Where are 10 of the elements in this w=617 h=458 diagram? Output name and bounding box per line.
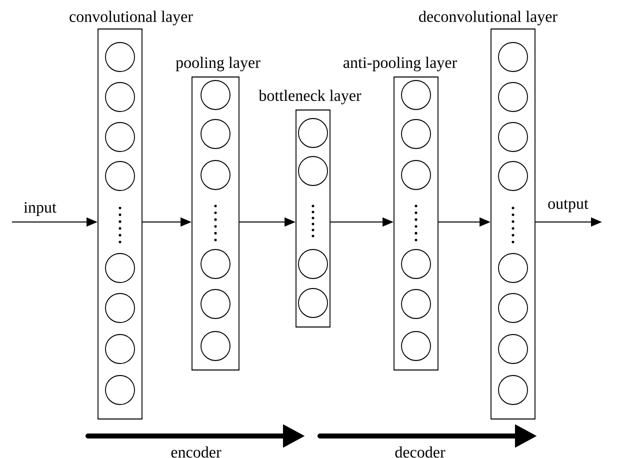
edge-label: input [22,201,58,217]
edge-label: output [546,198,590,214]
node-label: pooling layer [176,56,260,72]
node-label: anti-pooling layer [343,56,457,72]
layer-box: bottleneck layer [258,90,362,328]
node-label: deconvolutional layer [419,10,558,26]
node-label: bottleneck layer [258,90,362,104]
arrow-label: encoder [171,446,222,458]
node-label: convolutional layer [70,10,193,26]
arrow-label: decoder [395,446,446,458]
